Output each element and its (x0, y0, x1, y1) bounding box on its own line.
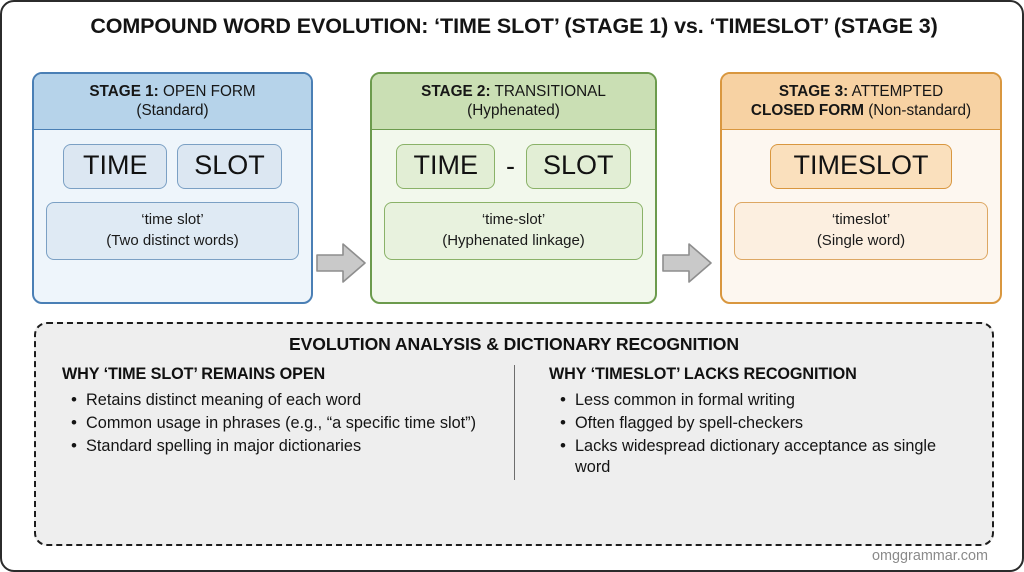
stage-1-caption: ‘time slot’ (Two distinct words) (46, 202, 299, 260)
analysis-panel-title: EVOLUTION ANALYSIS & DICTIONARY RECOGNIT… (289, 334, 739, 354)
stage-1-body: TIME SLOT ‘time slot’ (Two distinct word… (34, 130, 311, 302)
stage-2-header-subtitle: (Hyphenated) (467, 101, 560, 119)
stage-2-body: TIME - SLOT ‘time-slot’ (Hyphenated link… (372, 130, 655, 302)
stage-2-caption-line-2: (Hyphenated linkage) (442, 231, 585, 249)
stage-1-word-1: TIME (63, 144, 168, 190)
stage-1-header: STAGE 1: OPEN FORM (Standard) (34, 74, 311, 131)
stage-1-caption-line-2: (Two distinct words) (106, 231, 239, 249)
analysis-column-left: WHY ‘TIME SLOT’ REMAINS OPEN Retains dis… (50, 365, 514, 459)
stage-1-header-label: STAGE 1: (89, 83, 159, 100)
stage-1-word-2: SLOT (177, 144, 282, 190)
stage-2-word-1: TIME (396, 144, 495, 190)
stage-card-2: STAGE 2: TRANSITIONAL (Hyphenated) TIME … (370, 72, 657, 304)
list-item: Lacks widespread dictionary acceptance a… (560, 435, 972, 478)
list-item: Common usage in phrases (e.g., “a specif… (71, 412, 508, 434)
stage-2-hyphen-separator: - (505, 151, 515, 182)
analysis-right-bullets: Less common in formal writing Often flag… (535, 389, 972, 478)
stage-1-header-subtitle: (Standard) (136, 101, 209, 119)
stage-2-word-row: TIME - SLOT (384, 144, 643, 190)
stage-3-word-row: TIMESLOT (734, 144, 988, 190)
stage-3-body: TIMESLOT ‘timeslot’ (Single word) (722, 130, 1000, 302)
stage-3-header: STAGE 3: ATTEMPTED CLOSED FORM (Non-stan… (722, 74, 1000, 131)
page-title-text: COMPOUND WORD EVOLUTION: ‘TIME SLOT’ (ST… (90, 14, 938, 38)
stage-3-header-label: STAGE 3: (778, 83, 849, 100)
stage-3-header-title: ATTEMPTED (848, 83, 944, 100)
stage-2-header-label: STAGE 2: (421, 83, 491, 100)
stage-2-header: STAGE 2: TRANSITIONAL (Hyphenated) (372, 74, 655, 131)
analysis-panel: EVOLUTION ANALYSIS & DICTIONARY RECOGNIT… (34, 322, 994, 546)
stage-card-3: STAGE 3: ATTEMPTED CLOSED FORM (Non-stan… (720, 72, 1002, 304)
list-item: Standard spelling in major dictionaries (71, 435, 508, 457)
stage-3-caption: ‘timeslot’ (Single word) (734, 202, 988, 260)
list-item: Less common in formal writing (560, 389, 972, 411)
stage-1-header-title: OPEN FORM (158, 83, 256, 100)
stage-card-1: STAGE 1: OPEN FORM (Standard) TIME SLOT … (32, 72, 313, 304)
list-item: Often flagged by spell-checkers (560, 412, 972, 434)
page-title: COMPOUND WORD EVOLUTION: ‘TIME SLOT’ (ST… (2, 14, 1024, 39)
list-item: Retains distinct meaning of each word (71, 389, 508, 411)
stage-3-word-1: TIMESLOT (770, 144, 952, 190)
analysis-left-bullets: Retains distinct meaning of each word Co… (56, 389, 508, 457)
stage-3-caption-line-2: (Single word) (816, 231, 906, 249)
stage-2-word-2: SLOT (525, 144, 631, 190)
analysis-right-heading: WHY ‘TIMESLOT’ LACKS RECOGNITION (549, 365, 857, 383)
right-block-arrow-icon (659, 240, 715, 286)
stage-3-header-subtitle-rest: (Non-standard) (863, 101, 972, 119)
stage-3-header-subtitle-bold: CLOSED FORM (750, 101, 864, 119)
analysis-column-right: WHY ‘TIMESLOT’ LACKS RECOGNITION Less co… (514, 365, 978, 481)
stage-2-header-title: TRANSITIONAL (490, 83, 606, 100)
stage-2-caption-line-1: ‘time-slot’ (481, 211, 546, 229)
analysis-left-heading: WHY ‘TIME SLOT’ REMAINS OPEN (62, 365, 326, 383)
footer-watermark: omggrammar.com (872, 548, 988, 564)
stage-1-caption-line-1: ‘time slot’ (141, 211, 204, 229)
analysis-columns: WHY ‘TIME SLOT’ REMAINS OPEN Retains dis… (50, 365, 978, 533)
stage-3-caption-line-1: ‘timeslot’ (831, 211, 891, 229)
stage-1-word-row: TIME SLOT (46, 144, 299, 190)
right-block-arrow-icon (313, 240, 369, 286)
stages-row: STAGE 1: OPEN FORM (Standard) TIME SLOT … (2, 72, 1024, 304)
stage-2-caption: ‘time-slot’ (Hyphenated linkage) (384, 202, 643, 260)
